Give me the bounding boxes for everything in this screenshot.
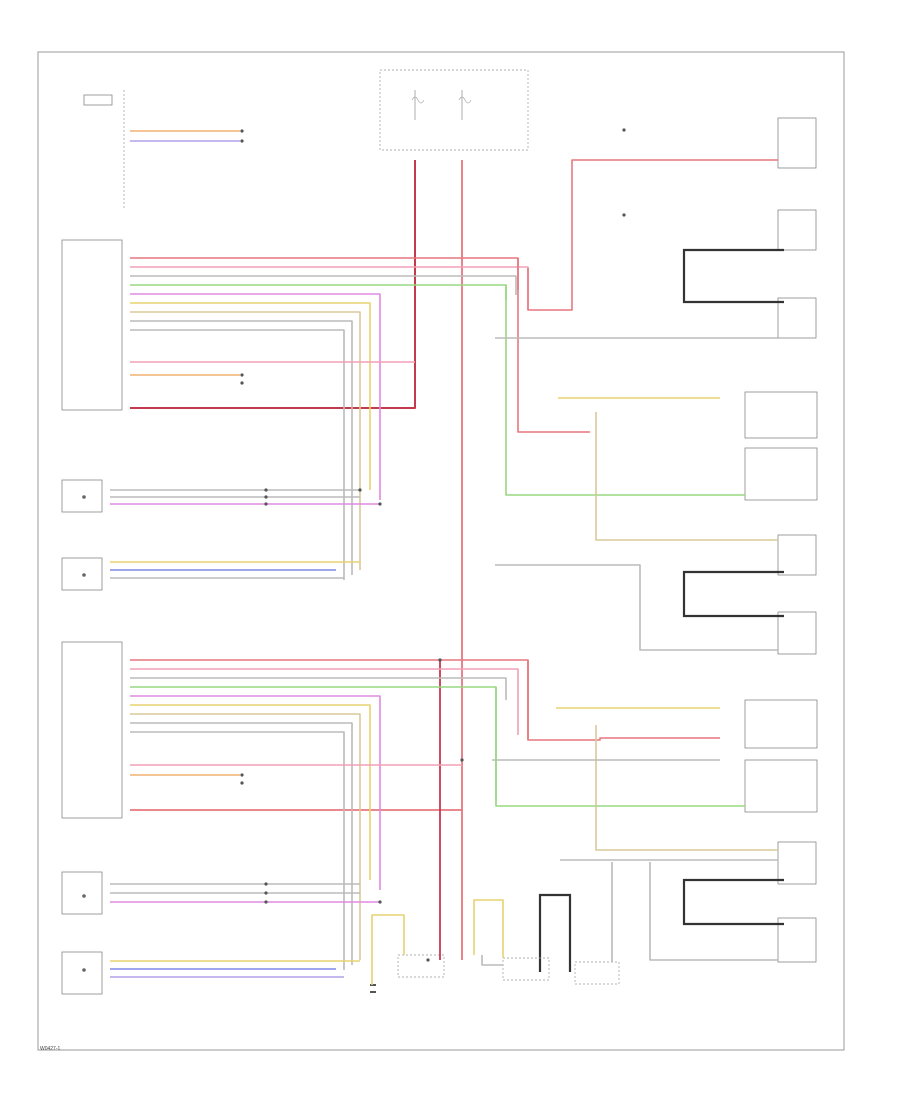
sensor-icon <box>82 968 86 972</box>
wire-bottom-yellow <box>371 914 405 985</box>
diagram-frame <box>37 51 845 1051</box>
wire-feed-left <box>130 160 416 409</box>
left-seat-lumbar-sensor <box>61 479 103 513</box>
wire-red-lower-right <box>527 660 720 741</box>
splice-dot <box>264 495 268 499</box>
wire-lower-bus-5 <box>130 704 371 880</box>
splice-dot <box>460 758 464 762</box>
right-seat-control-module <box>61 641 123 819</box>
splice-dot <box>264 488 268 492</box>
splice-dot <box>378 502 382 506</box>
left-rear-seat-cushion-heater <box>777 209 817 251</box>
wire-tan-lower-seat <box>595 725 778 851</box>
left-seat-control-module <box>61 239 123 411</box>
wire-lower-bus-4 <box>130 695 381 890</box>
splice-dot <box>264 882 268 886</box>
diagram-code: W0427-1 <box>40 1046 61 1052</box>
wire-upper-bus-5 <box>130 302 371 490</box>
splice-dot <box>358 488 362 492</box>
right-seat-lumbar-sensor <box>61 871 103 915</box>
left-rear-seat-occupant-sensor <box>744 447 818 501</box>
right-components <box>744 117 818 963</box>
sensor-icon <box>82 894 86 898</box>
fuse-icon <box>458 96 472 104</box>
left-seat-cushion-sensor <box>61 557 103 591</box>
wire-bottom-gray-3 <box>649 862 778 961</box>
wire-bottom-gray <box>481 955 503 966</box>
wire-gray-to-motor <box>495 564 778 651</box>
right-rear-seat-recline-motor-box <box>777 917 817 963</box>
splice-dot <box>622 213 626 217</box>
splice-dot <box>240 373 244 377</box>
right-rear-seat-occupant-sensor <box>744 759 818 813</box>
wire-tan-seat <box>595 412 778 541</box>
splice-dot <box>438 658 442 662</box>
motor-icon <box>682 570 784 618</box>
wire-upper-bus-6 <box>130 311 361 570</box>
wire-upper-bus-3 <box>130 284 507 300</box>
left-rear-seat-heater-element <box>777 117 817 169</box>
splice-dot <box>264 900 268 904</box>
right-seat-cushion-sensor <box>61 951 103 995</box>
splice-dot <box>264 502 268 506</box>
wire-red-to-heater <box>527 159 778 311</box>
motor-icon <box>538 893 572 972</box>
left-rear-seat-recline-motor-box <box>777 611 817 655</box>
right-rear-seat-fore-aft-motor <box>397 954 445 978</box>
wire-lower-bus-6 <box>130 713 361 960</box>
fuse-icon <box>411 96 425 104</box>
wire-green-lower-right <box>495 687 745 807</box>
motor-icon <box>682 248 784 304</box>
right-rear-seat-recline-motor <box>574 961 620 985</box>
splice-dot <box>622 128 626 132</box>
splice-dot <box>240 781 244 785</box>
sensor-icon <box>82 495 86 499</box>
motor-icon <box>682 878 784 926</box>
splice-dot <box>426 958 430 962</box>
left-rear-seat-motor-box <box>777 534 817 576</box>
splice-points <box>240 128 626 962</box>
splice-dot <box>378 900 382 904</box>
ground-icon <box>370 984 376 993</box>
wire-lower-bus-7 <box>130 722 353 965</box>
wire-upper-bus-4 <box>130 293 381 500</box>
left-rear-seat-backrest-heater <box>777 297 817 339</box>
wire-lower-bus-2 <box>130 677 507 700</box>
fuse-box-outline <box>379 69 529 151</box>
wire-harness <box>110 130 778 985</box>
wire-red-to-sensor <box>517 258 590 433</box>
splice-dot <box>240 381 244 385</box>
splice-dot <box>240 139 244 143</box>
wire-bottom-yellow-2 <box>473 899 504 958</box>
splice-dot <box>240 773 244 777</box>
switch-icon <box>83 94 113 106</box>
right-rear-seat-height-motor <box>502 957 550 981</box>
wire-lower-bus-8 <box>130 731 345 970</box>
wire-upper-bus-2 <box>130 275 517 295</box>
wire-upper-bus-7 <box>130 320 353 575</box>
left-rear-restraint-switch <box>83 90 125 210</box>
wire-green-to-occupant <box>505 285 745 496</box>
sensor-icon <box>82 573 86 577</box>
wire-lower-bus-1 <box>130 668 519 735</box>
right-rear-seat-belt-sensor <box>744 699 818 749</box>
wire-upper-bus-8 <box>130 329 345 580</box>
wire-lower-bus-0 <box>130 659 529 740</box>
right-rear-seat-motor-box <box>777 841 817 885</box>
wire-lower-bus-3 <box>130 686 497 800</box>
left-rear-seat-belt-sensor <box>744 391 818 439</box>
splice-dot <box>264 891 268 895</box>
splice-dot <box>240 129 244 133</box>
power-supply-area <box>379 69 529 151</box>
